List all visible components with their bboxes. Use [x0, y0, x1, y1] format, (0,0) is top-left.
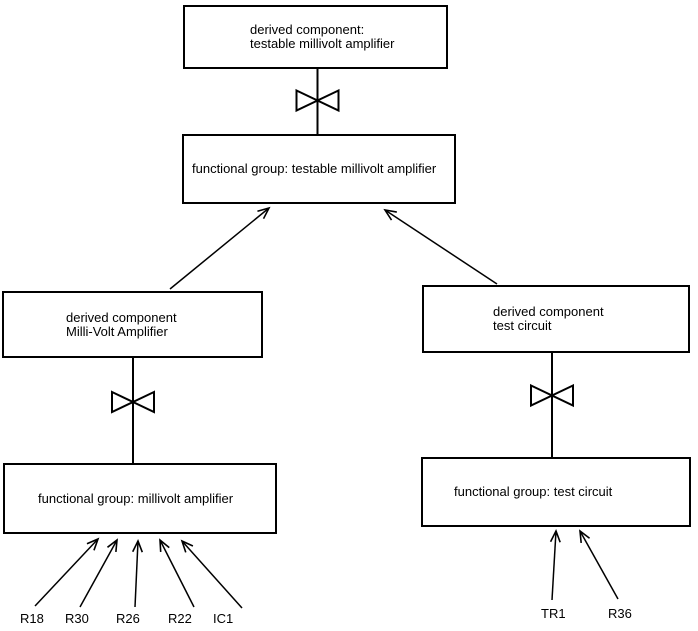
bowtie-refinement-icon — [530, 383, 574, 408]
bowtie-refinement-icon — [111, 390, 155, 414]
node-derived-component-testable-millivolt-amplifier: derived component: testable millivolt am… — [183, 5, 448, 69]
node-derived-component-milli-volt-amplifier: derived component Milli-Volt Amplifier — [2, 291, 263, 358]
leaf-label-tr1: TR1 — [541, 606, 566, 621]
arrow-r26-to-left-functional — [131, 539, 144, 608]
node-label: functional group: testable millivolt amp… — [192, 161, 437, 176]
arrow-r36-to-right-functional — [579, 529, 619, 600]
node-label-line1: derived component — [493, 304, 604, 319]
arrow-tr1-to-right-functional — [549, 529, 561, 601]
node-label-line2: testable millivolt amplifier — [250, 36, 395, 51]
leaf-label-r26: R26 — [116, 611, 140, 626]
arrow-r30-to-left-functional — [79, 538, 118, 608]
node-label-line1: derived component: — [250, 22, 365, 37]
node-label: functional group: test circuit — [454, 484, 613, 499]
arrow-right-derived-to-top-functional — [383, 208, 498, 285]
leaf-label-r18: R18 — [20, 611, 44, 626]
node-functional-group-testable-millivolt-amplifier: functional group: testable millivolt amp… — [182, 134, 456, 204]
leaf-label-r36: R36 — [608, 606, 632, 621]
arrow-r22-to-left-functional — [159, 538, 195, 608]
node-derived-component-test-circuit: derived component test circuit — [422, 285, 690, 353]
node-label: functional group: millivolt amplifier — [38, 490, 234, 506]
node-label-line2: Milli-Volt Amplifier — [66, 323, 168, 339]
leaf-label-r22: R22 — [168, 611, 192, 626]
node-functional-group-millivolt-amplifier: functional group: millivolt amplifier — [3, 463, 277, 534]
arrow-ic1-to-left-functional — [180, 539, 243, 609]
bowtie-refinement-icon — [295, 88, 340, 113]
leaf-label-r30: R30 — [65, 611, 89, 626]
node-label-line1: derived component — [66, 309, 177, 325]
node-functional-group-test-circuit: functional group: test circuit — [421, 457, 691, 527]
leaf-label-ic1: IC1 — [213, 611, 234, 626]
node-label-line2: test circuit — [493, 318, 552, 333]
arrow-left-derived-to-top-functional — [169, 206, 271, 290]
arrow-r18-to-left-functional — [34, 537, 100, 607]
